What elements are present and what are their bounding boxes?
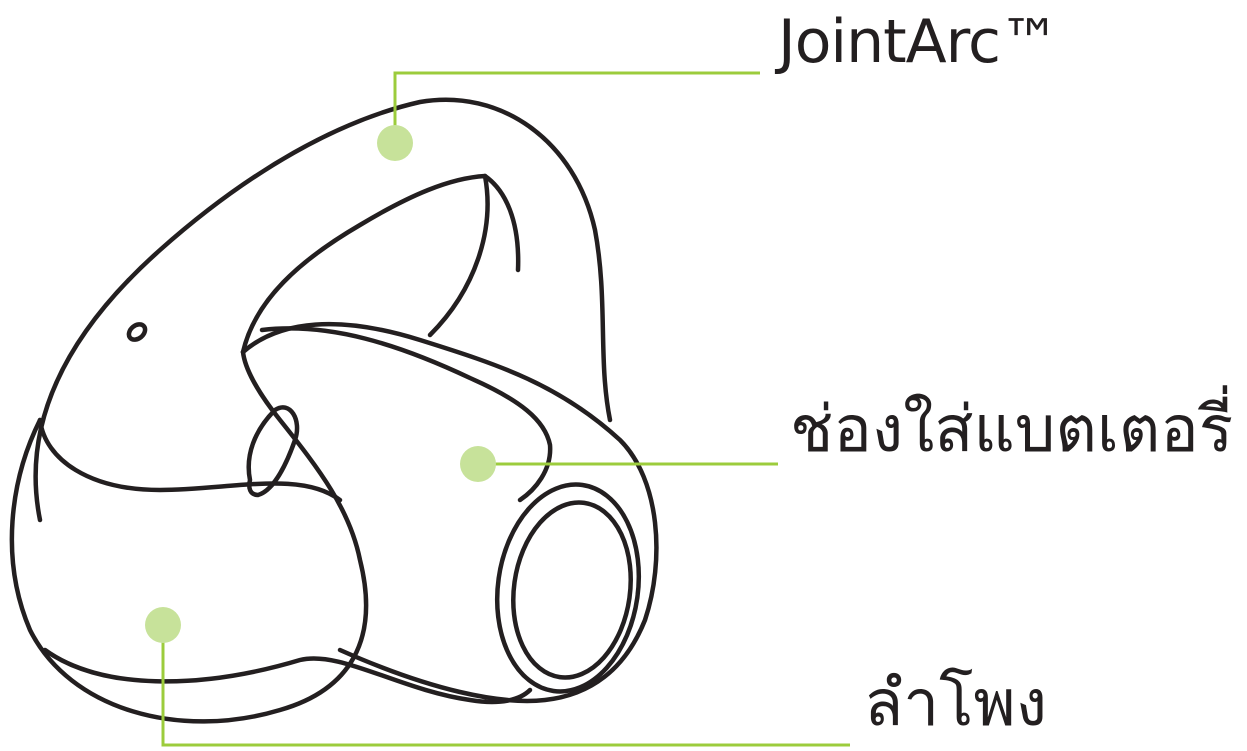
speaker-leader-line [161, 625, 850, 747]
battery-cap-inner [511, 500, 633, 680]
jointarc-marker-dot [377, 125, 413, 161]
battery-marker-dot [460, 446, 496, 482]
jointarc-outline [33, 97, 613, 523]
hook-notch [246, 405, 300, 498]
jointarc-inner-outline [240, 173, 490, 355]
jointarc-label: JointArc™ [778, 7, 1060, 77]
battery-cap-outer [494, 482, 642, 694]
speaker-housing-label: ลำโพง [864, 667, 1047, 741]
speaker-top-edge [37, 417, 343, 503]
jointarc-flap-line [482, 173, 521, 273]
speaker-bottom-band [42, 647, 533, 705]
jointarc-leader-line [393, 71, 760, 145]
battery-ridge [259, 326, 553, 503]
mic-hole [126, 322, 148, 342]
battery-compartment-label: ช่องใส่แบตเตอรี่ [790, 393, 1234, 467]
speaker-marker-dot [145, 607, 181, 643]
battery-compartment-outline [240, 321, 659, 704]
speaker-outline [9, 349, 369, 724]
